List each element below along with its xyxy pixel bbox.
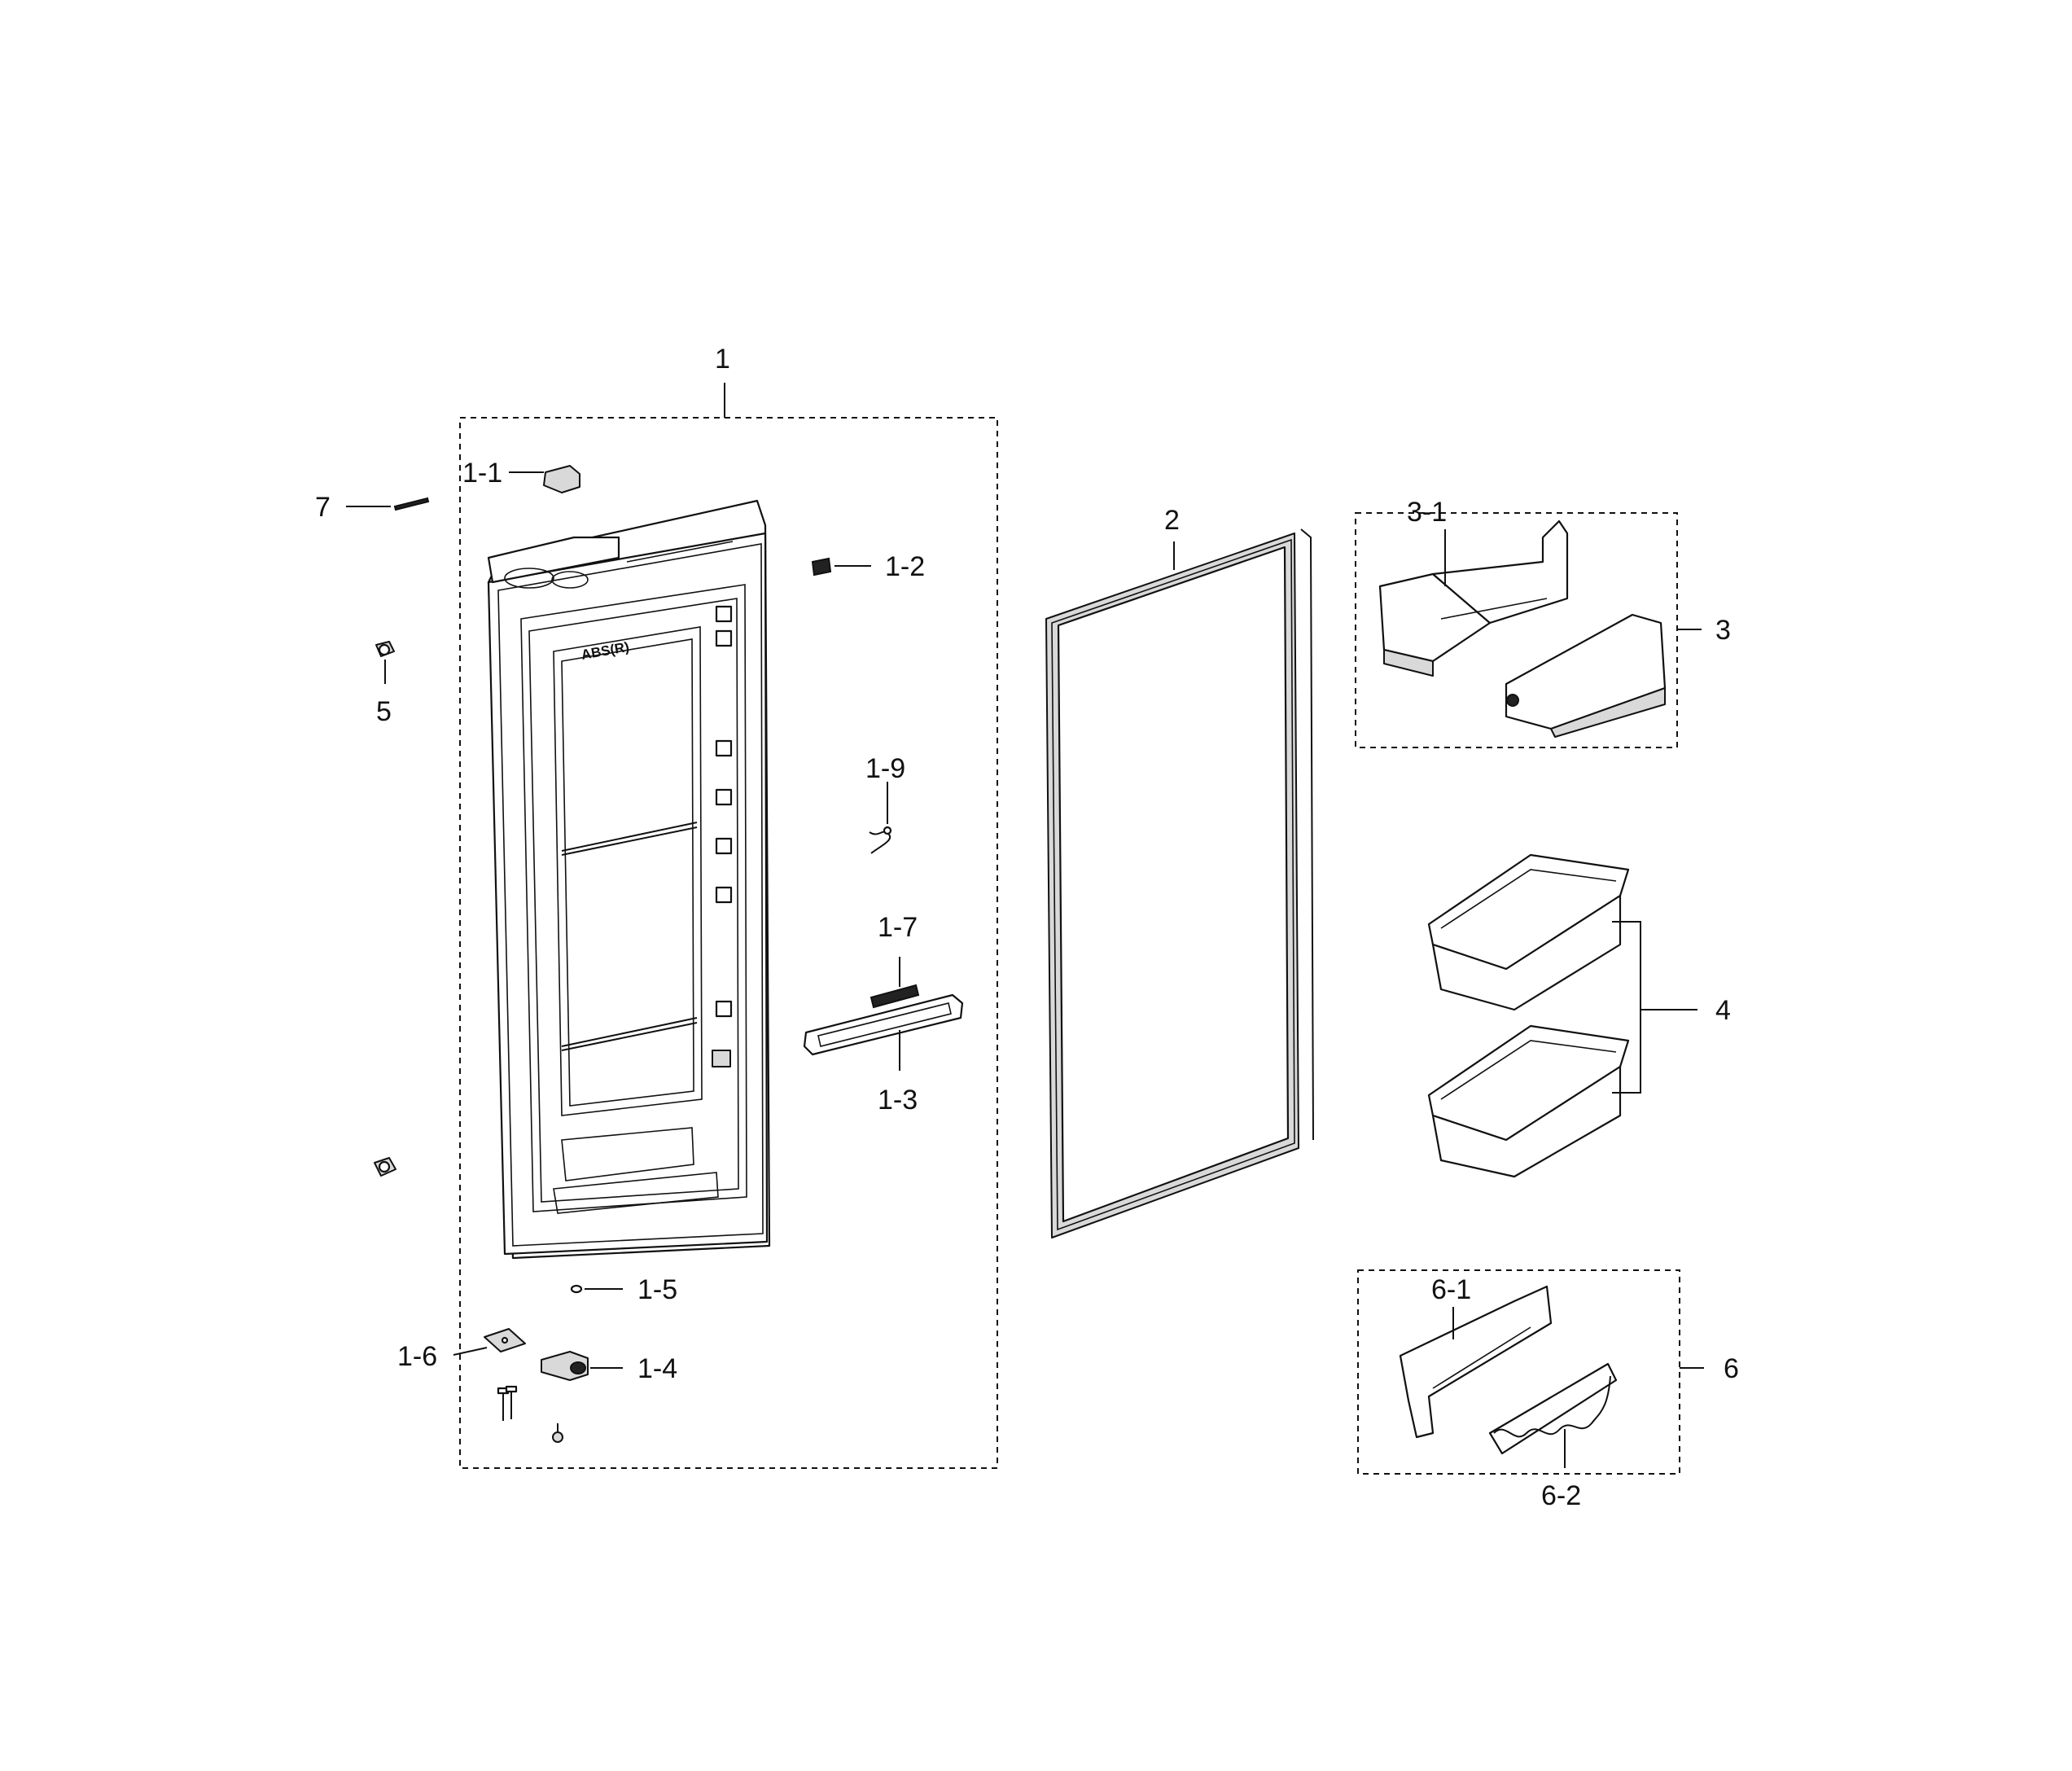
callout-2: 2 [1164, 505, 1180, 536]
group-6-dashed-box [1357, 1269, 1680, 1475]
group-3: 3 3-1 [1355, 497, 1731, 748]
callout-1-7: 1-7 [878, 912, 918, 943]
callout-3: 3 [1715, 615, 1731, 646]
group-1-dashed-box [459, 417, 998, 1469]
bin-lower [1427, 1024, 1630, 1178]
part-1-5: 1-5 [570, 1274, 677, 1305]
part-5: 5 [375, 641, 395, 727]
part-2-gasket: 2 [1045, 505, 1314, 1238]
part-3-cover [1505, 613, 1667, 738]
door-panel: ABS(R) [487, 499, 771, 1260]
part-1-3: 1-3 [803, 993, 964, 1116]
part-1-7: 1-7 [870, 912, 920, 1009]
part-5-lower [374, 1157, 396, 1177]
part-6-1: 6-1 [1399, 1274, 1553, 1439]
group-4-bins: 4 [1427, 853, 1731, 1178]
callout-4: 4 [1715, 995, 1731, 1026]
callout-6-1: 6-1 [1431, 1274, 1471, 1305]
callout-1-5: 1-5 [637, 1274, 677, 1305]
screws [497, 1385, 563, 1443]
callout-1-4: 1-4 [637, 1353, 677, 1384]
callout-6-2: 6-2 [1541, 1480, 1581, 1511]
callout-1-9: 1-9 [865, 753, 905, 784]
callout-1-2: 1-2 [885, 551, 925, 582]
bin-upper [1427, 853, 1630, 1011]
group-1-door-assembly: 1 [397, 344, 998, 1469]
callout-1-6: 1-6 [397, 1341, 437, 1372]
part-1-1: 1-1 [462, 458, 580, 493]
callout-1-1: 1-1 [462, 458, 502, 489]
part-7: 7 [315, 492, 430, 523]
part-1-2: 1-2 [811, 551, 925, 582]
part-3-1: 3-1 [1378, 497, 1569, 677]
callout-7: 7 [315, 492, 331, 523]
callout-5: 5 [376, 696, 392, 727]
group-6: 6 6-1 6-2 [1357, 1269, 1739, 1511]
callout-3-1: 3-1 [1407, 497, 1447, 528]
part-6-2: 6-2 [1488, 1362, 1618, 1511]
callout-1: 1 [715, 344, 730, 375]
callout-1-3: 1-3 [878, 1085, 918, 1116]
part-1-4: 1-4 [541, 1351, 677, 1384]
part-1-9: 1-9 [865, 753, 905, 854]
part-1-6: 1-6 [397, 1328, 526, 1372]
callout-6: 6 [1724, 1353, 1739, 1384]
